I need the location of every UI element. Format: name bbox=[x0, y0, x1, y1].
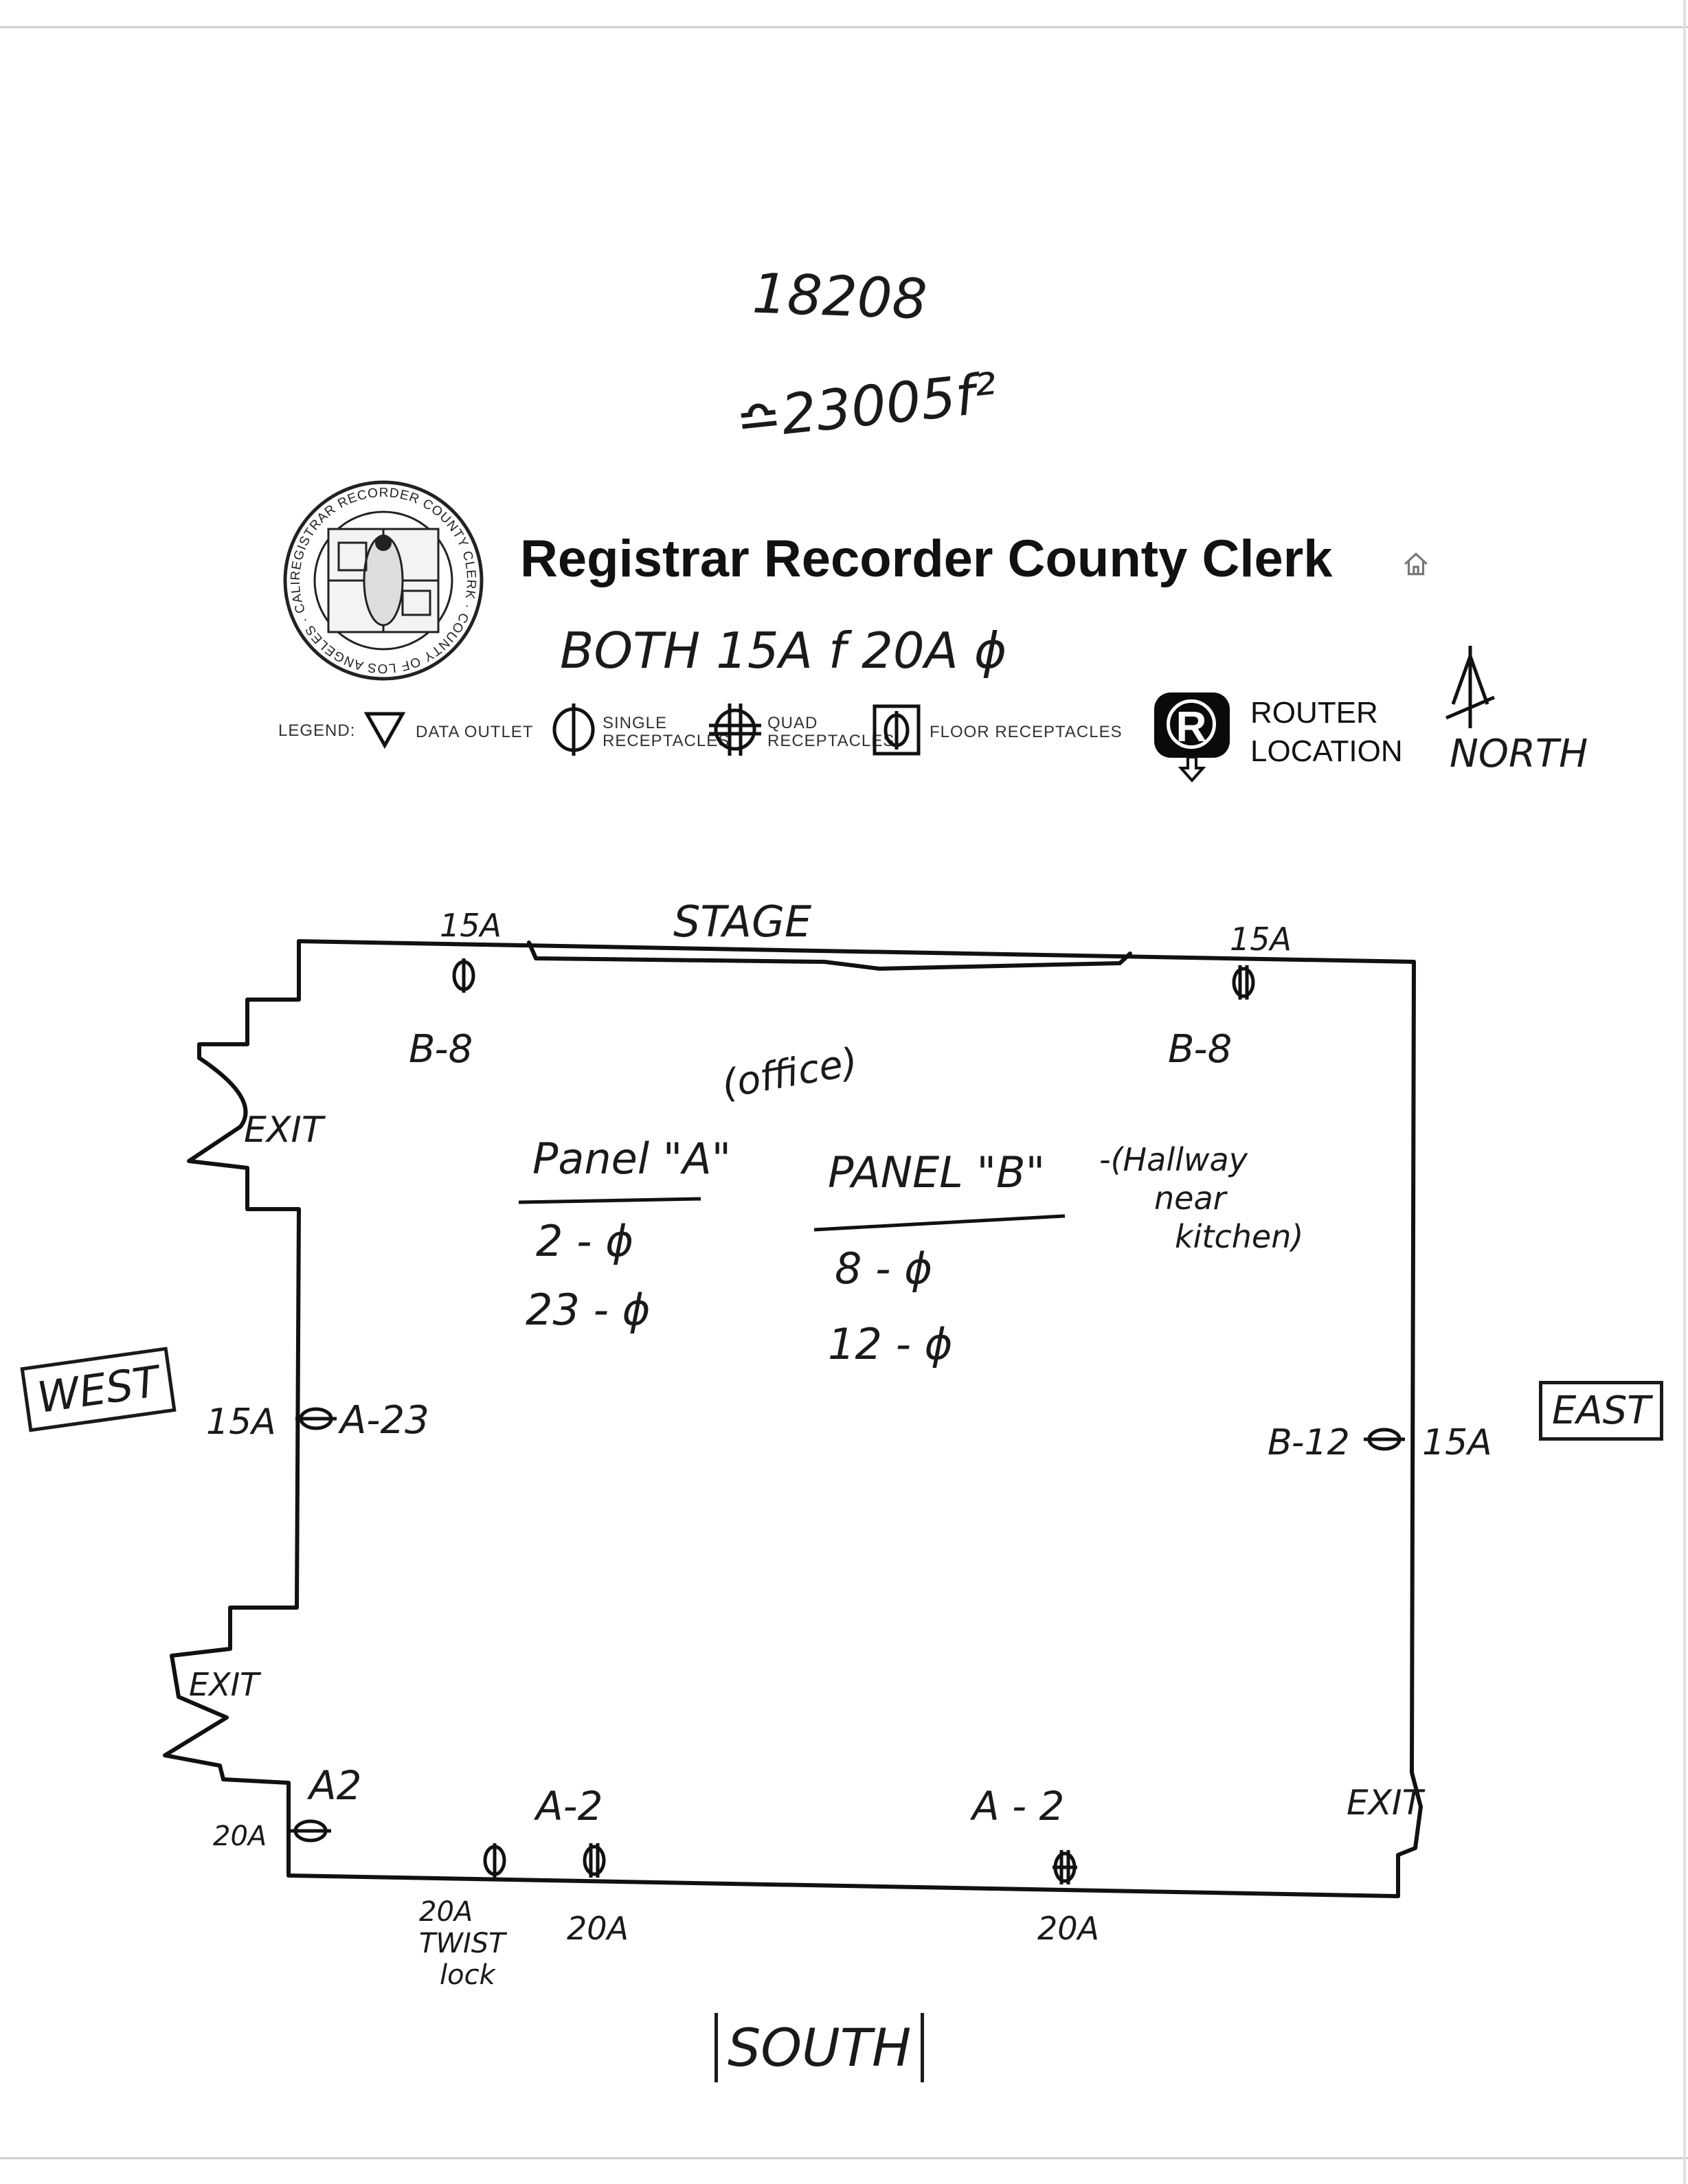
scan-edge bbox=[0, 26, 1688, 28]
outlet-circuit: B-8 bbox=[1168, 1027, 1233, 1072]
bottom-outlet-icon bbox=[583, 1843, 606, 1878]
sw-outlet-icon bbox=[290, 1819, 331, 1843]
outlet-circuit: A - 2 bbox=[972, 1783, 1065, 1830]
exit-label: EXIT bbox=[244, 1110, 324, 1151]
legend: LEGEND: DATA OUTLET SINGLE RECEPTACLES Q… bbox=[278, 694, 1584, 783]
floor-receptacle-icon bbox=[873, 704, 921, 756]
legend-prefix: LEGEND: bbox=[278, 721, 356, 740]
outlet-amp: 20A bbox=[567, 1910, 629, 1947]
outlet-circuit: B-12 bbox=[1268, 1422, 1350, 1463]
east-label: EAST bbox=[1539, 1381, 1664, 1441]
outlet-circuit: A-2 bbox=[536, 1783, 603, 1830]
top-right-outlet-icon bbox=[1232, 965, 1255, 1000]
top-left-outlet-icon bbox=[452, 958, 475, 993]
outlet-amp: 20A bbox=[1037, 1910, 1100, 1947]
south-label: SOUTH bbox=[714, 2013, 925, 2082]
scan-edge bbox=[1683, 0, 1686, 2184]
west-wall bbox=[163, 939, 301, 1878]
single-receptacle-icon bbox=[552, 703, 595, 756]
east-outlet-icon bbox=[1364, 1428, 1405, 1451]
panel-a-underline bbox=[518, 1197, 701, 1204]
bottom-right-outlet-icon bbox=[1053, 1850, 1077, 1884]
exit-label: EXIT bbox=[1347, 1783, 1423, 1823]
north-arrow-icon bbox=[1445, 646, 1495, 728]
twist-lock-outlet-icon bbox=[483, 1843, 506, 1878]
panel-b-circuit: 8 - ɸ bbox=[835, 1243, 933, 1294]
panel-a-title: Panel "A" bbox=[532, 1134, 732, 1184]
stage-label: STAGE bbox=[673, 897, 812, 947]
county-seal-icon: REGISTRAR RECORDER COUNTY CLERK · COUNTY… bbox=[280, 477, 484, 681]
outlet-amp: 15A bbox=[1230, 921, 1292, 958]
panel-b-title: PANEL "B" bbox=[828, 1147, 1046, 1197]
legend-label: DATA OUTLET bbox=[416, 723, 534, 741]
quad-receptacle-icon bbox=[709, 703, 761, 756]
exit-label: EXIT bbox=[189, 1666, 260, 1703]
outlet-circuit: A2 bbox=[309, 1762, 362, 1809]
data-outlet-icon bbox=[364, 712, 405, 749]
router-location-icon: R bbox=[1154, 693, 1230, 758]
outlet-amp: 15A bbox=[206, 1401, 276, 1443]
scan-edge bbox=[0, 2157, 1688, 2159]
north-label: NORTH bbox=[1450, 732, 1588, 776]
panel-a-circuit: 23 - ɸ bbox=[526, 1285, 651, 1335]
panel-a-circuit: 2 - ɸ bbox=[536, 1216, 634, 1266]
panel-b-circuit: 12 - ɸ bbox=[828, 1319, 953, 1369]
legend-label: FLOOR RECEPTACLES bbox=[930, 723, 1123, 741]
panel-b-underline bbox=[813, 1214, 1066, 1232]
amperage-note: BOTH 15A f 20A ɸ bbox=[560, 622, 1007, 679]
outlet-circuit: B-8 bbox=[409, 1027, 473, 1072]
outlet-amp: 20A bbox=[213, 1821, 267, 1852]
page-title: Registrar Recorder County Clerk bbox=[520, 530, 1333, 588]
north-wall bbox=[297, 939, 1416, 964]
twist-lock-label: 20A TWIST lock bbox=[419, 1896, 506, 1991]
panel-b-note: -(Hallway near kitchen) bbox=[1099, 1141, 1304, 1255]
outlet-circuit: A-23 bbox=[340, 1398, 429, 1443]
router-arrow-icon bbox=[1178, 756, 1206, 783]
router-label: ROUTER LOCATION bbox=[1250, 696, 1403, 768]
home-icon bbox=[1404, 552, 1428, 576]
stage-edge bbox=[527, 941, 1132, 971]
east-wall bbox=[1396, 960, 1423, 1898]
west-outlet-icon bbox=[295, 1407, 337, 1430]
outlet-amp: 15A bbox=[1422, 1422, 1492, 1463]
south-wall bbox=[286, 1873, 1400, 1898]
outlet-amp: 15A bbox=[440, 907, 502, 944]
